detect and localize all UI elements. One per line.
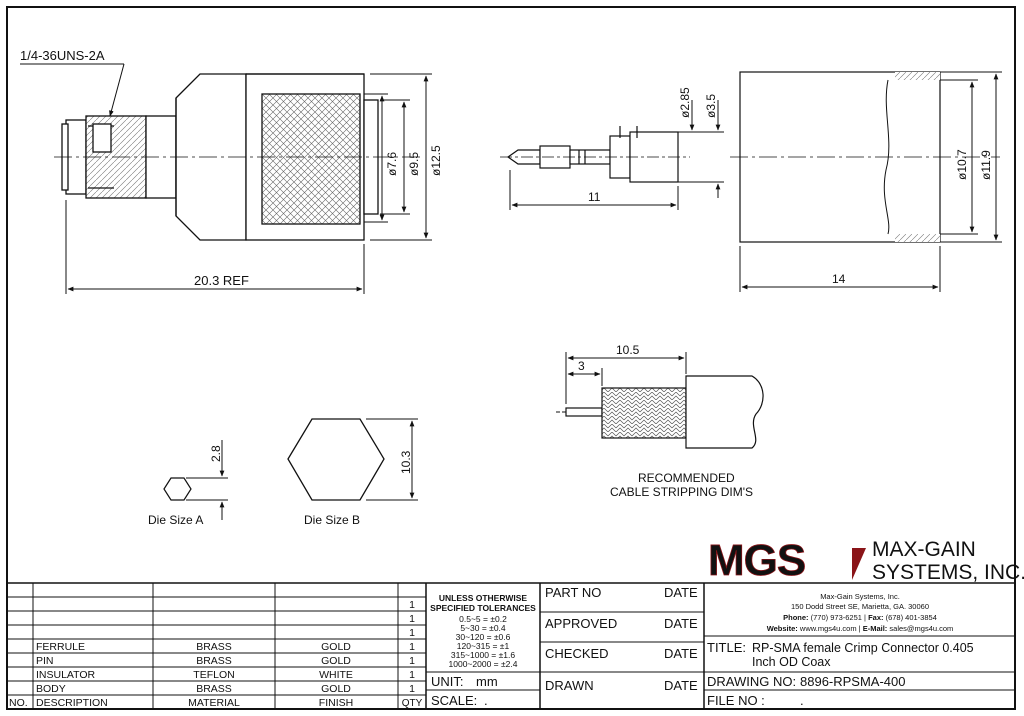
tolerance-line: 120~315 = ±1: [457, 641, 510, 651]
die-b-dims: [366, 418, 418, 501]
bom-row-finish: GOLD: [321, 655, 351, 667]
drawing-no-value: 8896-RPSMA-400: [800, 674, 906, 689]
dim-pin-d-2-85: ø2.85: [678, 87, 692, 118]
scale-label: SCALE:: [431, 693, 477, 708]
dim-overall-length-label: 20.3 REF: [194, 273, 249, 288]
mgs-logo: MGS: [708, 536, 866, 585]
dim-d-12-5: ø12.5: [429, 145, 443, 176]
drawn-date-label: DATE: [664, 678, 698, 693]
bom-row-qty: 1: [409, 627, 415, 639]
bom-row-material: TEFLON: [193, 669, 234, 681]
bom-header-finish: FINISH: [319, 697, 353, 709]
company-web-email: Website: www.mgs4u.com | E-Mail: sales@m…: [767, 624, 954, 633]
dim-die-b: 10.3: [399, 450, 413, 474]
bom-row-material: BRASS: [196, 683, 232, 695]
brand-name-line2: SYSTEMS, INC.: [872, 561, 1024, 584]
tolerance-line: 0.5~5 = ±0.2: [459, 614, 507, 624]
bom-row-qty: 1: [409, 683, 415, 695]
company-address: 150 Dodd Street SE, Marietta, GA. 30060: [791, 602, 929, 611]
bom-row-finish: GOLD: [321, 641, 351, 653]
unit-label: UNIT:: [431, 674, 464, 689]
file-no-value: .: [800, 693, 804, 708]
title-block-grid: [7, 582, 1015, 709]
company-name: Max-Gain Systems, Inc.: [820, 592, 900, 601]
bom-row-description: FERRULE: [36, 641, 85, 653]
bom-header-no: NO.: [9, 697, 28, 709]
tolerance-block: UNLESS OTHERWISE SPECIFIED TOLERANCES 0.…: [430, 593, 536, 669]
bom-row-description: PIN: [36, 655, 54, 667]
bom-header-qty: QTY: [402, 698, 423, 709]
dim-strip-10-5: 10.5: [616, 343, 640, 357]
bom-header-material: MATERIAL: [188, 697, 240, 709]
dim-pin-length: 11: [588, 190, 601, 204]
dim-ferrule-length: 14: [832, 272, 846, 286]
strip-note-line2: CABLE STRIPPING DIM'S: [610, 485, 753, 499]
dim-overall-length: [65, 200, 365, 294]
part-no-label: PART NO: [545, 585, 601, 600]
brand-name-line1: MAX-GAIN: [872, 538, 976, 561]
dim-d-7-6: ø7.6: [385, 152, 399, 176]
approved-date-label: DATE: [664, 616, 698, 631]
thread-callout: 1/4-36UNS-2A: [20, 48, 105, 63]
sheet-border: [6, 6, 1016, 710]
bom-row-material: BRASS: [196, 641, 232, 653]
dim-ferrule-d-10-7: ø10.7: [955, 149, 969, 180]
tolerance-line: 5~30 = ±0.4: [460, 623, 506, 633]
tolerance-heading-2: SPECIFIED TOLERANCES: [430, 603, 536, 613]
scale-value: .: [484, 693, 488, 708]
bom-row-qty: 1: [409, 669, 415, 681]
bom-row-qty: 1: [409, 641, 415, 653]
die-b-hexagon: [287, 418, 385, 501]
bom-row-description: INSULATOR: [36, 669, 96, 681]
unit-value: mm: [476, 674, 498, 689]
ferrule-dims: [739, 71, 1002, 292]
bom-row-material: BRASS: [196, 655, 232, 667]
logo-wedge-icon: [852, 548, 866, 580]
dim-diameters: [364, 73, 432, 241]
dim-pin-d-3-5: ø3.5: [704, 94, 718, 118]
bom-row-qty: 1: [409, 599, 415, 611]
checked-label: CHECKED: [545, 646, 609, 661]
company-phone-fax: Phone: (770) 973-6251 | Fax: (678) 401-3…: [783, 613, 937, 622]
bom-row-qty: 1: [409, 613, 415, 625]
strip-note-line1: RECOMMENDED: [638, 471, 735, 485]
title-line-2: Inch OD Coax: [752, 655, 831, 669]
pin-dims: [509, 100, 724, 210]
part-no-date-label: DATE: [664, 585, 698, 600]
dim-ferrule-d-11-9: ø11.9: [979, 150, 993, 180]
file-no-label: FILE NO :: [707, 693, 765, 708]
dim-strip-3: 3: [578, 359, 585, 373]
bom-table: NO. DESCRIPTION MATERIAL FINISH QTY 1 1 …: [9, 599, 423, 709]
thread-leader: [109, 63, 125, 117]
cable-strip-view: [565, 375, 764, 449]
bom-row-finish: GOLD: [321, 683, 351, 695]
bom-row-description: BODY: [36, 683, 66, 695]
die-a-label: Die Size A: [148, 513, 203, 527]
drawn-label: DRAWN: [545, 678, 594, 693]
tolerance-line: 30~120 = ±0.6: [456, 632, 511, 642]
dim-die-a: 2.8: [209, 445, 223, 462]
tolerance-line: 1000~2000 = ±2.4: [449, 659, 518, 669]
title-label: TITLE:: [707, 640, 746, 655]
center-pin-view: [506, 126, 679, 183]
checked-date-label: DATE: [664, 646, 698, 661]
strip-dims: [556, 352, 687, 413]
dim-d-9-5: ø9.5: [407, 152, 421, 176]
die-a-dims: [186, 440, 228, 520]
tolerance-line: 315~1000 = ±1.6: [451, 650, 515, 660]
mgs-logo-text: MGS: [708, 536, 805, 585]
die-a-hexagon: [163, 477, 192, 501]
tolerance-heading-1: UNLESS OTHERWISE: [439, 593, 527, 603]
drawing-no-label: DRAWING NO:: [707, 674, 796, 689]
die-b-label: Die Size B: [304, 513, 360, 527]
approved-label: APPROVED: [545, 616, 617, 631]
title-line-1: RP-SMA female Crimp Connector 0.405: [752, 641, 974, 655]
bom-row-finish: WHITE: [319, 669, 353, 681]
bom-header-description: DESCRIPTION: [36, 697, 108, 709]
bom-row-qty: 1: [409, 655, 415, 667]
